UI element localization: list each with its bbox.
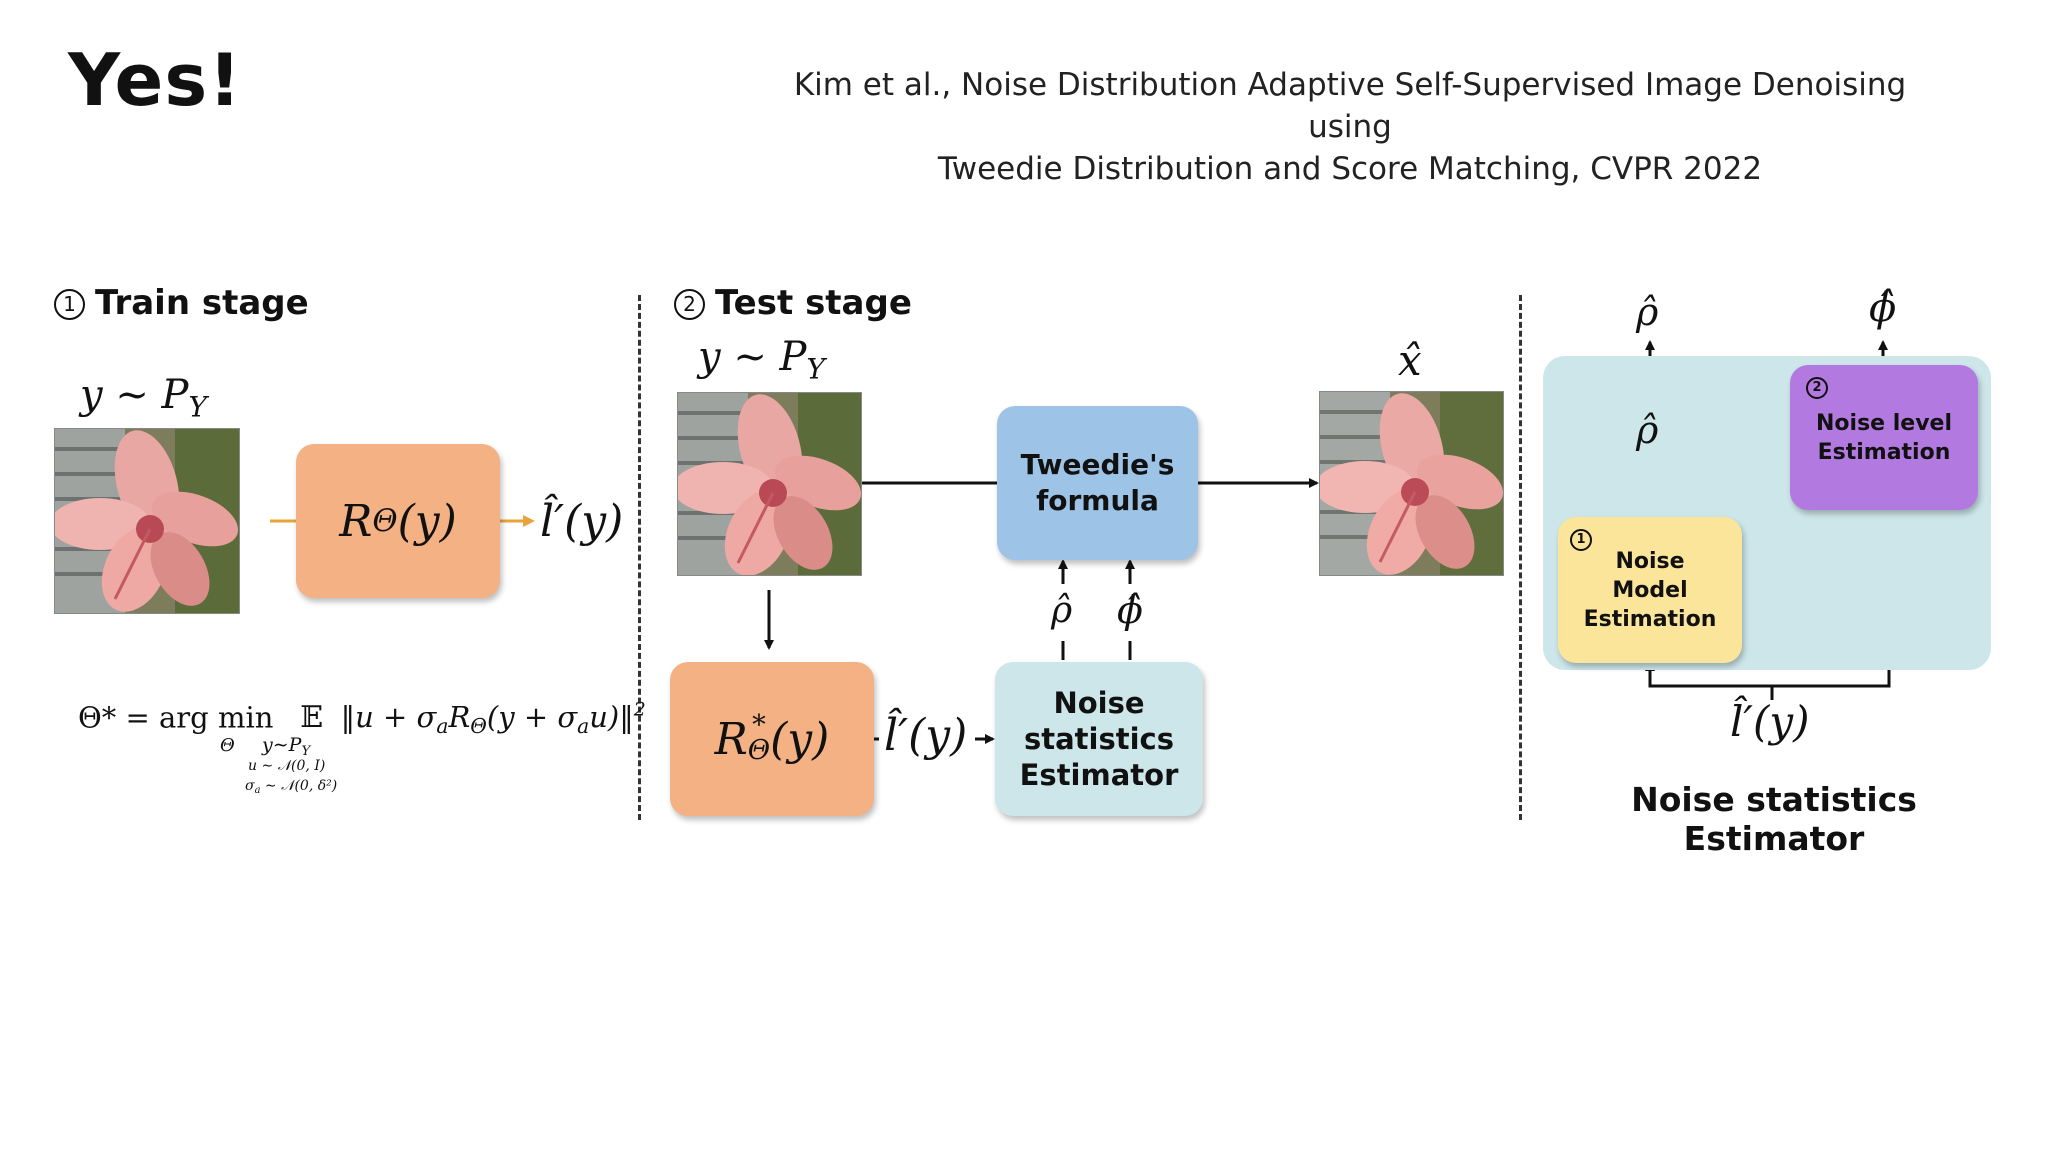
test-stage-label: 2 Test stage [674, 283, 912, 323]
loss-expectation: 𝔼 [300, 700, 324, 736]
test-output-image [1319, 391, 1504, 576]
train-stage-text: Train stage [95, 283, 309, 323]
citation-line-1: Kim et al., Noise Distribution Adaptive … [793, 67, 1907, 145]
panel-lhat-label: l̂′(y) [1730, 697, 1810, 746]
train-network-sub: Θ [372, 503, 398, 539]
separator-test-estimator [1519, 295, 1522, 820]
panel-rho-mid: ρ̂ [1636, 408, 1659, 452]
train-network-symbol: R [339, 495, 373, 547]
train-loss-equation: Θ* = arg min 𝔼 ‖u + σaRΘ(y + σau)‖2 [78, 700, 646, 738]
train-network-arg: (y) [397, 495, 457, 547]
panel-phi-output: ϕ̂ [1869, 285, 1897, 331]
train-input-text: y ~ P [80, 372, 189, 418]
citation-line-2: Tweedie Distribution and Score Matching,… [937, 151, 1763, 187]
train-stage-number: 1 [54, 289, 85, 320]
noise-level-estimation-box: 2 Noise level Estimation [1790, 365, 1978, 510]
noise-model-number: 1 [1570, 529, 1592, 551]
slide-title: Yes! [68, 38, 243, 122]
test-stage-text: Test stage [715, 283, 912, 323]
noise-level-label: Noise level Estimation [1816, 410, 1953, 465]
test-network-arg: (y) [770, 713, 830, 765]
train-stage-label: 1 Train stage [54, 283, 309, 323]
test-phi-label: ϕ̂ [1117, 588, 1143, 632]
train-input-label: y ~ PY [80, 372, 207, 423]
test-input-label: y ~ PY [698, 334, 825, 385]
test-input-text: y ~ P [698, 334, 807, 380]
test-stage-number: 2 [674, 289, 705, 320]
test-network-scripts: *Θ [747, 710, 771, 766]
citation: Kim et al., Noise Distribution Adaptive … [770, 64, 1930, 190]
test-rho-label: ρ̂ [1051, 590, 1073, 631]
loss-expectation-sub-1: y∼PY [262, 734, 311, 759]
test-input-sub: Y [806, 352, 825, 386]
noise-statistics-estimator-box: Noise statistics Estimator [995, 662, 1203, 816]
train-output-label: l̂′(y) [540, 496, 624, 547]
tweedie-formula-box: Tweedie's formula [997, 406, 1198, 560]
loss-body: ‖u + σaRΘ(y + σau)‖2 [340, 700, 646, 739]
train-input-image [54, 428, 240, 614]
noise-level-number: 2 [1806, 377, 1828, 399]
loss-min-sub: Θ [220, 735, 235, 756]
test-output-label: x̂ [1398, 336, 1422, 385]
test-lhat-label: l̂′(y) [884, 710, 968, 761]
loss-expectation-sub-3: σa ∼ 𝒩(0, δ²) [245, 778, 338, 796]
train-input-sub: Y [188, 390, 207, 424]
test-network-box: R*Θ(y) [670, 662, 874, 816]
panel-lhat-feedback [1645, 661, 1774, 700]
noise-model-estimation-box: 1 Noise Model Estimation [1558, 517, 1742, 663]
noise-model-label: Noise Model Estimation [1583, 548, 1717, 632]
loss-expectation-sub-2: u ∼ 𝒩(0, I) [248, 758, 326, 774]
panel-rho-output: ρ̂ [1636, 290, 1659, 334]
test-network-symbol: R [714, 713, 748, 765]
loss-lhs: Θ* = arg min [78, 700, 274, 735]
estimator-panel-title: Noise statistics Estimator [1631, 780, 1917, 858]
separator-train-test [638, 295, 641, 820]
test-input-image [677, 392, 862, 576]
